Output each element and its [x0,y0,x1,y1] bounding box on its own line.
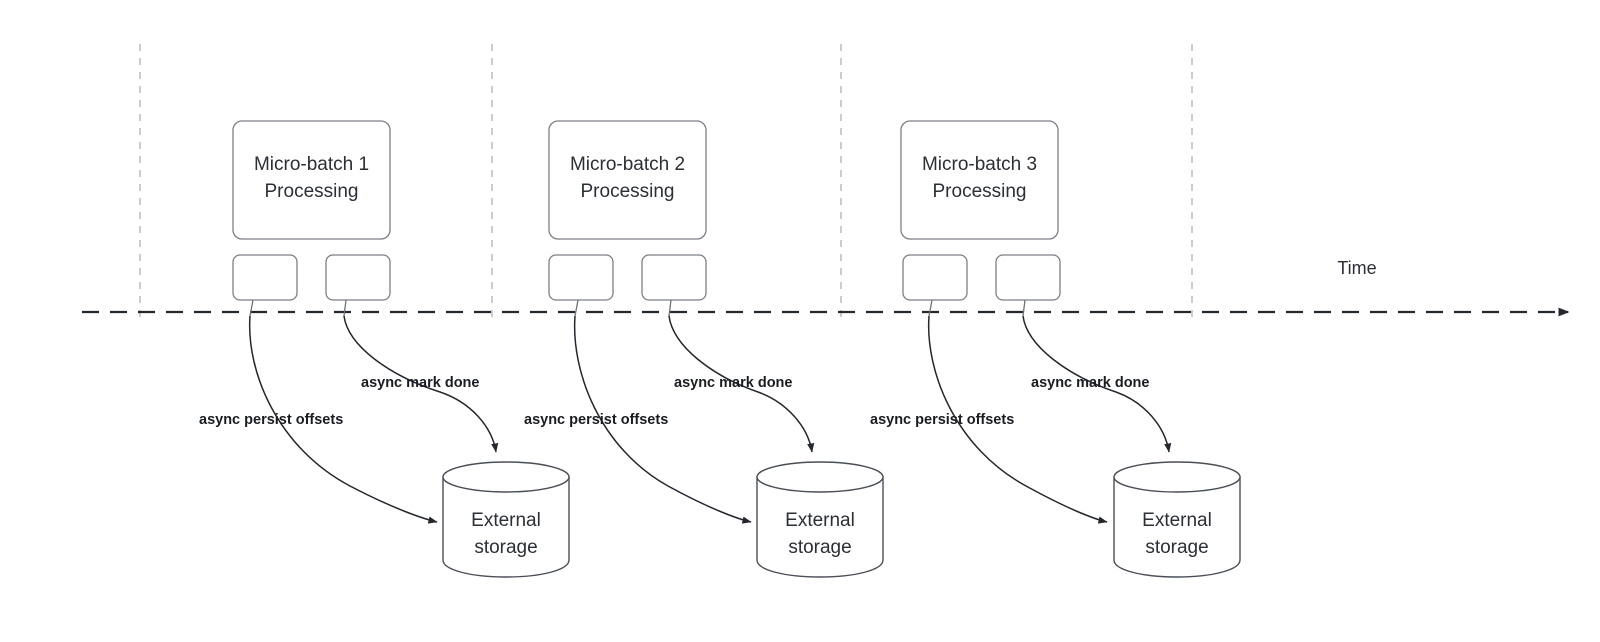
external-storage-1-top [442,461,570,493]
micro-batch-2-rect[interactable] [548,120,707,240]
micro-batch-1-label-line2: Processing [265,181,359,202]
time-axis: Time [82,258,1570,317]
tick-2a-box[interactable] [548,254,614,301]
edge-persist-3-curve [927,315,1108,524]
group-1: Micro-batch 1 Processing async persist o… [199,120,570,578]
micro-batch-1-box[interactable]: Micro-batch 1 Processing [232,120,391,240]
edge-persist-3-label: async persist offsets [870,412,1014,428]
edge-markdone-1-curve [343,315,499,453]
edge-markdone-2-curve [668,315,815,453]
micro-batch-1-rect[interactable] [232,120,391,240]
external-storage-2-body[interactable] [756,476,884,578]
micro-batch-3-label-line2: Processing [933,181,1027,202]
tick-3b-stem [1022,299,1026,317]
edge-persist-1-curve [248,315,438,524]
external-storage-1[interactable]: External storage [442,461,570,578]
tick-1a-stem [249,299,254,317]
external-storage-2-top [756,461,884,493]
micro-batch-2-box[interactable]: Micro-batch 2 Processing [548,120,707,240]
tick-1b-stem [343,299,347,317]
tick-3a-rect[interactable] [902,254,968,301]
separator-group [139,44,1193,318]
micro-batch-2-label-line2: Processing [581,181,675,202]
tick-1a-rect[interactable] [232,254,298,301]
external-storage-3-label-line2: storage [1145,537,1208,558]
tick-3a-box[interactable] [902,254,968,301]
micro-batch-2-label-line1: Micro-batch 2 [570,154,685,175]
external-storage-2-label-line2: storage [788,537,851,558]
edge-persist-2-curve [573,315,752,524]
tick-1b-box[interactable] [325,254,391,301]
tick-2a-rect[interactable] [548,254,614,301]
tick-1a-box[interactable] [232,254,298,301]
micro-batch-3-rect[interactable] [900,120,1059,240]
external-storage-2[interactable]: External storage [756,461,884,578]
tick-3b-rect[interactable] [995,254,1061,301]
external-storage-2-label-line1: External [785,510,855,531]
group-3: Micro-batch 3 Processing async persist o… [870,120,1241,578]
edge-persist-1-label: async persist offsets [199,412,343,428]
tick-2b-rect[interactable] [641,254,707,301]
tick-1b-rect[interactable] [325,254,391,301]
tick-3b-box[interactable] [995,254,1061,301]
edge-markdone-3-label: async mark done [1031,375,1149,391]
tick-2b-stem [668,299,672,317]
external-storage-3-top [1113,461,1241,493]
tick-2b-box[interactable] [641,254,707,301]
edge-markdone-2-label: async mark done [674,375,792,391]
external-storage-1-label-line2: storage [474,537,537,558]
external-storage-3[interactable]: External storage [1113,461,1241,578]
micro-batch-3-label-line1: Micro-batch 3 [922,154,1037,175]
external-storage-3-body[interactable] [1113,476,1241,578]
external-storage-1-label-line1: External [471,510,541,531]
micro-batch-3-box[interactable]: Micro-batch 3 Processing [900,120,1059,240]
edge-markdone-1-label: async mark done [361,375,479,391]
external-storage-3-label-line1: External [1142,510,1212,531]
edge-markdone-3-curve [1022,315,1172,453]
edge-persist-2-label: async persist offsets [524,412,668,428]
time-axis-label: Time [1337,258,1376,278]
micro-batch-1-label-line1: Micro-batch 1 [254,154,369,175]
tick-2a-stem [574,299,579,317]
external-storage-1-body[interactable] [442,476,570,578]
tick-3a-stem [928,299,933,317]
group-2: Micro-batch 2 Processing async persist o… [524,120,884,578]
